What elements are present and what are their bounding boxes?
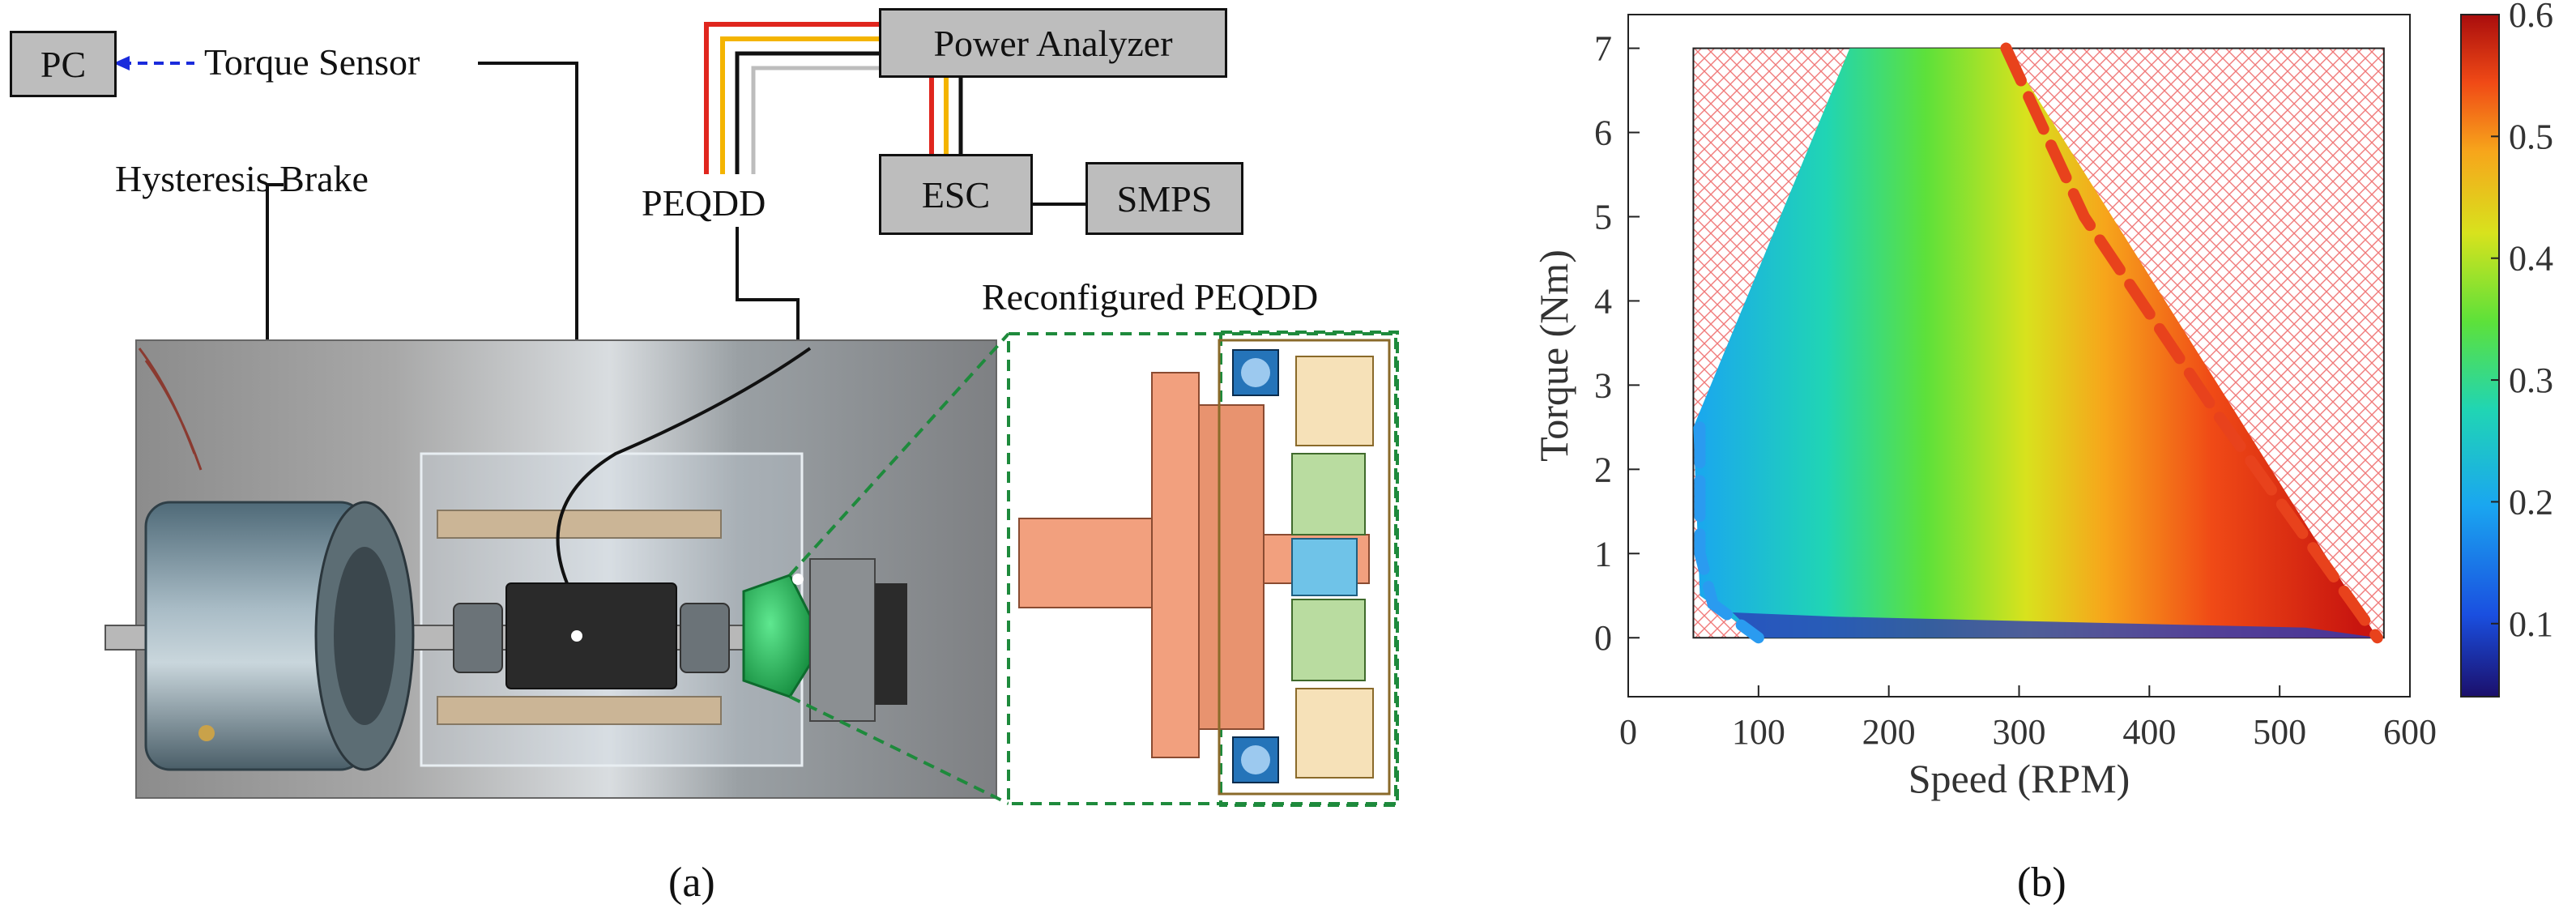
x-tick-label: 300 — [1993, 712, 2046, 752]
colorbar-tick-label: 0.1 — [2509, 604, 2553, 644]
smps-label: SMPS — [1116, 177, 1213, 220]
colorbar-tick-label: 0.2 — [2509, 482, 2553, 522]
y-axis-label: Torque (Nm) — [1531, 250, 1576, 462]
panel-a-label: (a) — [668, 860, 715, 906]
y-tick-label: 6 — [1594, 113, 1612, 153]
y-tick-label: 4 — [1594, 281, 1612, 321]
panel-b-label: (b) — [2017, 860, 2066, 906]
x-axis-label: Speed (RPM) — [1909, 756, 2130, 801]
x-tick-label: 500 — [2253, 712, 2306, 752]
smps-box: SMPS — [1085, 162, 1243, 235]
efficiency-field — [1693, 48, 2378, 638]
hysteresis-brake-label: Hysteresis Brake — [115, 158, 369, 199]
torque-sensor-label: Torque Sensor — [204, 41, 420, 83]
x-tick-label: 400 — [2122, 712, 2176, 752]
colorbar-tick-label: 0.4 — [2509, 239, 2553, 279]
y-tick-label: 7 — [1594, 29, 1612, 69]
peqdd-label: PEQDD — [642, 182, 766, 224]
esc-label: ESC — [921, 173, 991, 215]
pc-label: PC — [40, 43, 87, 85]
x-tick-label: 600 — [2383, 712, 2437, 752]
x-tick-label: 0 — [1619, 712, 1637, 752]
colorbar-tick-label: 0.5 — [2509, 117, 2553, 156]
y-tick-label: 0 — [1594, 618, 1612, 658]
pc-box: PC — [10, 31, 117, 97]
testbench-photo — [104, 339, 997, 799]
colorbar — [2460, 14, 2500, 698]
low-torque-band — [1732, 612, 2378, 638]
x-tick-label: 200 — [1862, 712, 1916, 752]
y-tick-label: 1 — [1594, 534, 1612, 574]
upper-envelope-line — [2000, 42, 2383, 644]
reconfigured-peqdd-label: Reconfigured PEQDD — [982, 276, 1319, 318]
cross-section-inset — [788, 331, 1399, 807]
y-tick-label: 2 — [1594, 450, 1612, 489]
lower-envelope-line — [1694, 421, 1764, 644]
colorbar-tick-label: 0.6 — [2509, 0, 2553, 35]
power-analyzer-label: Power Analyzer — [933, 22, 1173, 64]
x-tick-label: 100 — [1732, 712, 1785, 752]
power-analyzer-box: Power Analyzer — [879, 8, 1227, 78]
y-tick-label: 5 — [1594, 197, 1612, 237]
y-tick-label: 3 — [1594, 365, 1612, 405]
colorbar-tick-label: 0.3 — [2509, 361, 2553, 400]
esc-box: ESC — [879, 154, 1033, 235]
